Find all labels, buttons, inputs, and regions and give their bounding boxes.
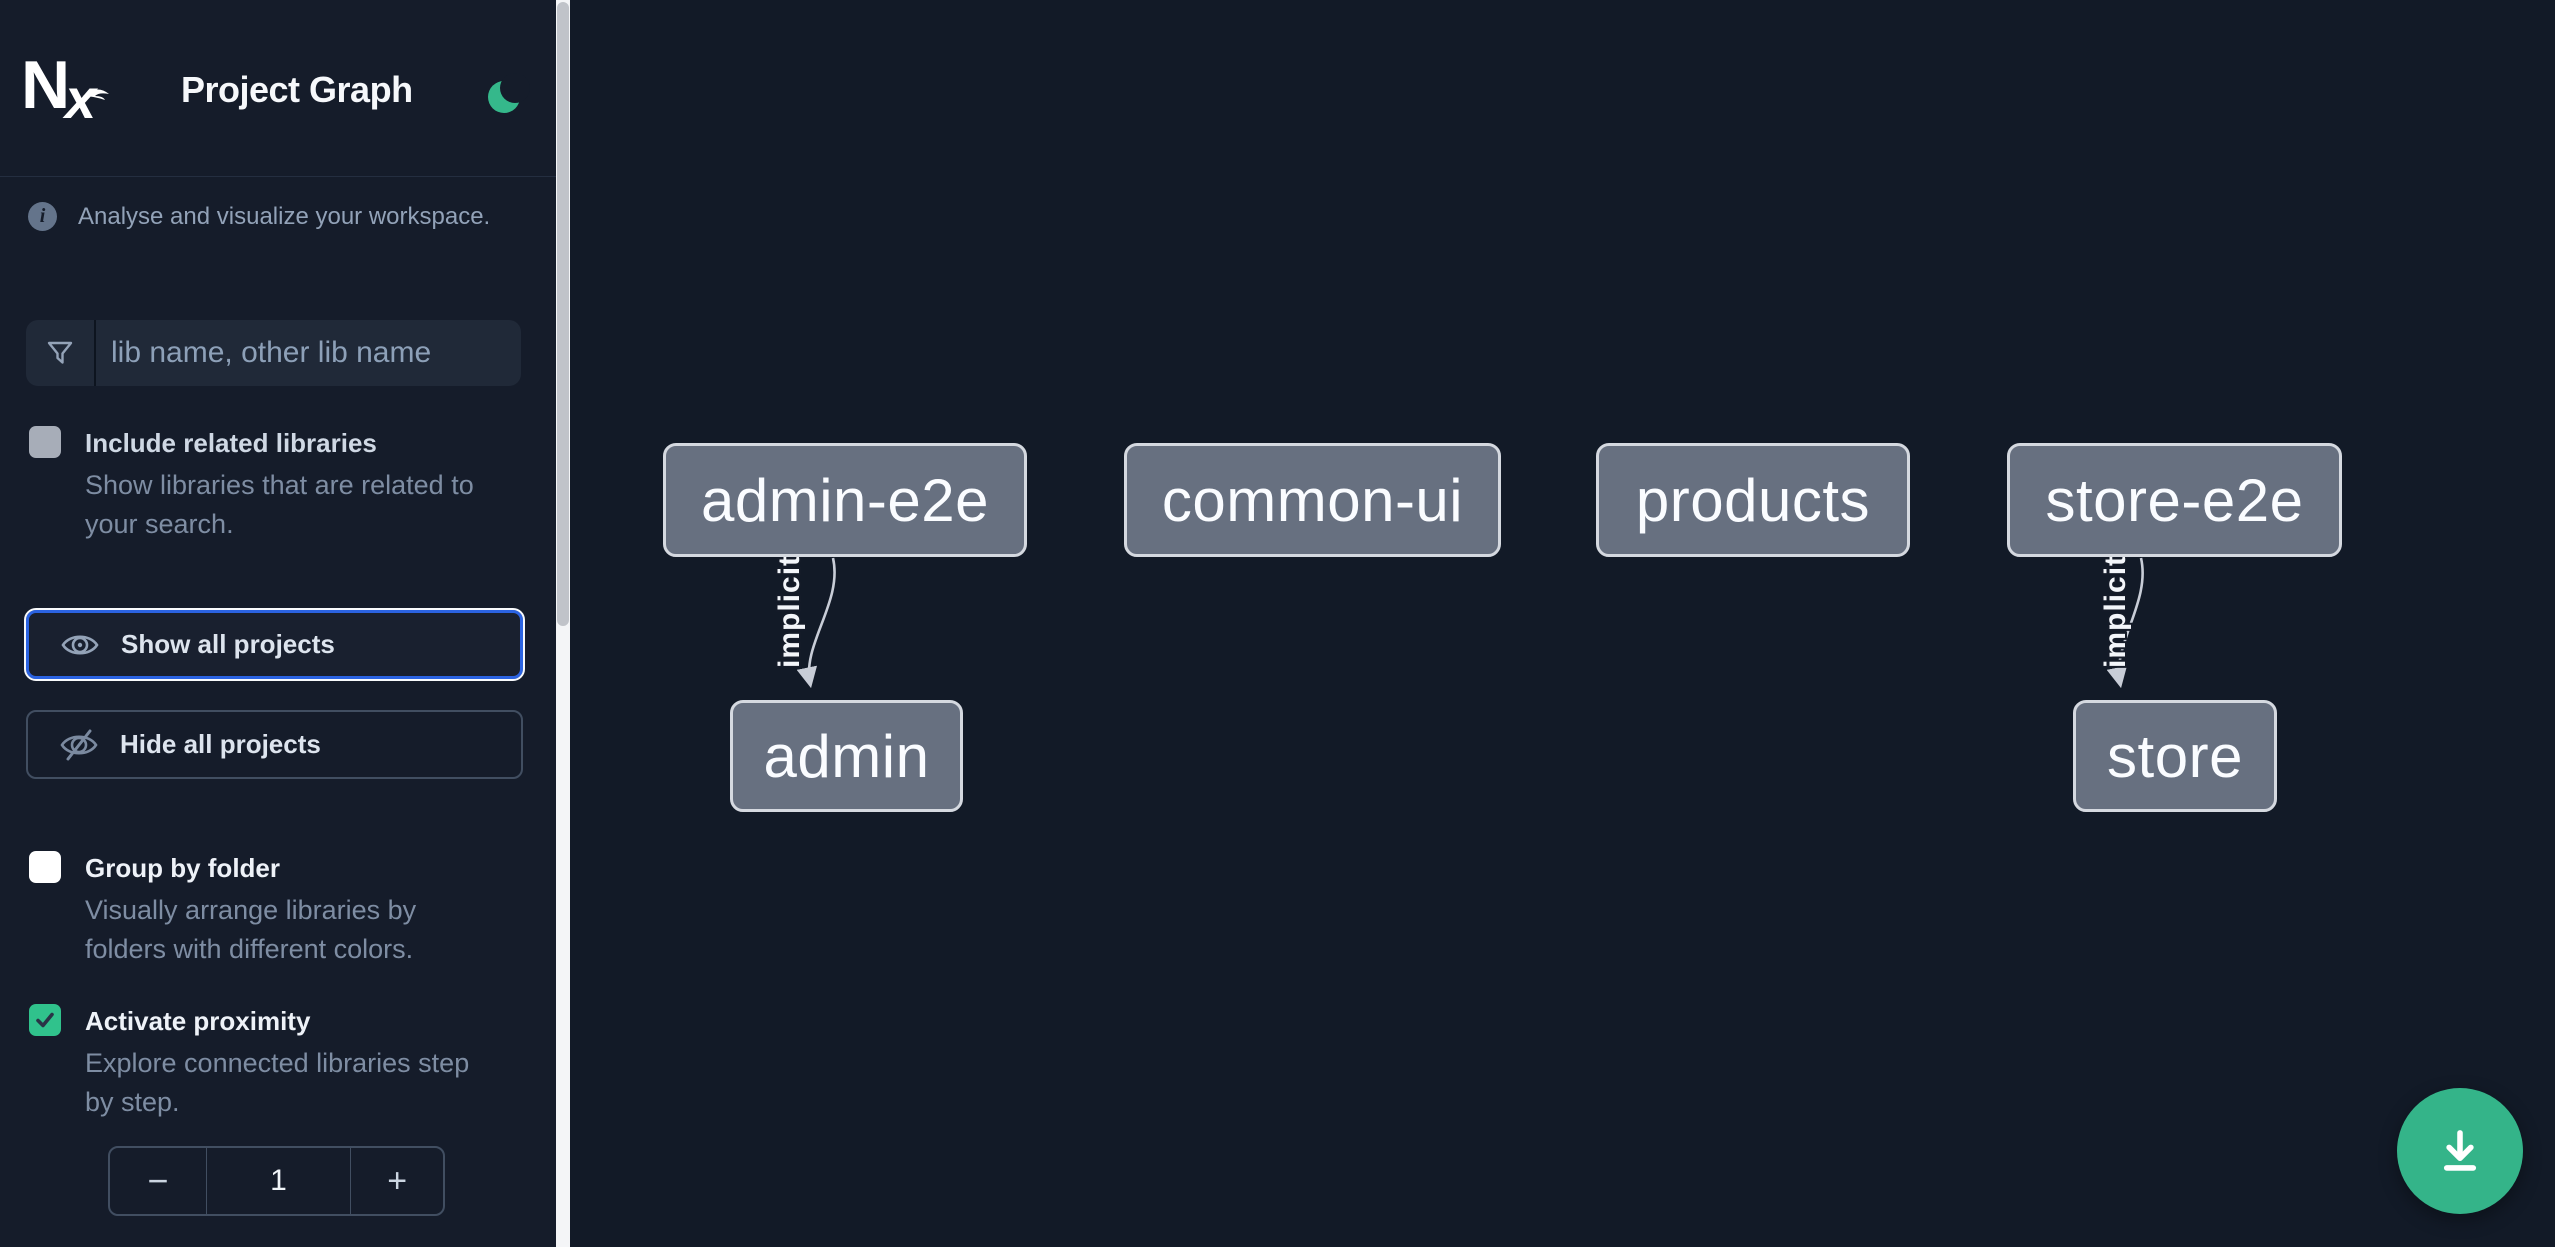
node-label: store: [2107, 722, 2243, 790]
activate-proximity-description: Explore connected libraries step by step…: [85, 1048, 470, 1117]
intro-text: Analyse and visualize your workspace.: [78, 202, 491, 230]
show-all-projects-label: Show all projects: [121, 629, 335, 659]
graph-node-store[interactable]: store: [2073, 700, 2277, 812]
eye-off-icon: [60, 729, 98, 760]
sidebar-scrollbar[interactable]: [556, 0, 570, 1247]
include-related-description: Show libraries that are related to your …: [85, 470, 474, 539]
proximity-depth-value[interactable]: 1: [270, 1164, 287, 1197]
search-box: [26, 320, 521, 386]
hide-all-projects-button[interactable]: Hide all projects: [26, 710, 523, 779]
node-label: store-e2e: [2045, 466, 2304, 534]
node-label: admin-e2e: [700, 466, 989, 534]
edge-admin-e2e-admin: [796, 557, 836, 689]
proximity-stepper: − 1 +: [108, 1146, 445, 1216]
node-label: common-ui: [1161, 466, 1464, 534]
edge-store-e2e-store: [2106, 557, 2144, 689]
graph-canvas[interactable]: implicit implicit admin-e2e common-ui pr…: [570, 0, 2555, 1247]
show-all-projects-button[interactable]: Show all projects: [24, 608, 525, 681]
graph-node-admin-e2e[interactable]: admin-e2e: [663, 443, 1027, 557]
sidebar-header: N x Project Graph: [0, 0, 556, 177]
eye-icon: [61, 634, 99, 655]
search-input[interactable]: [96, 320, 521, 386]
node-label: admin: [763, 722, 930, 790]
increment-button[interactable]: +: [350, 1148, 443, 1214]
graph-node-admin[interactable]: admin: [730, 700, 963, 812]
decrement-button[interactable]: −: [110, 1148, 207, 1214]
include-related-label: Include related libraries: [85, 428, 377, 458]
page-title: Project Graph: [181, 69, 413, 110]
edge-label-implicit: implicit: [2099, 555, 2132, 668]
edge-layer: implicit implicit: [771, 553, 2144, 689]
info-icon: i: [28, 202, 57, 231]
group-by-folder-description: Visually arrange libraries by folders wi…: [85, 895, 417, 964]
graph-node-products[interactable]: products: [1596, 443, 1910, 557]
group-by-folder-checkbox[interactable]: [29, 851, 61, 883]
activate-proximity-label: Activate proximity: [85, 1006, 311, 1036]
scrollbar-thumb[interactable]: [557, 2, 569, 626]
include-related-checkbox[interactable]: [29, 426, 61, 458]
node-label: products: [1635, 466, 1871, 534]
theme-toggle-button[interactable]: [466, 64, 530, 113]
nx-logo-icon: N x: [25, 52, 109, 122]
edge-label-implicit: implicit: [773, 555, 806, 668]
graph-node-common-ui[interactable]: common-ui: [1124, 443, 1501, 557]
download-image-button[interactable]: [2397, 1088, 2523, 1214]
sidebar: N x Project Graph i Analyse and visualiz…: [0, 0, 556, 1247]
funnel-icon: [26, 320, 96, 386]
group-by-folder-label: Group by folder: [85, 853, 280, 883]
svg-text:N: N: [25, 52, 70, 122]
download-icon: [2443, 1130, 2477, 1171]
hide-all-projects-label: Hide all projects: [120, 729, 321, 759]
workspace-intro: i Analyse and visualize your workspace.: [28, 202, 528, 231]
check-icon: [36, 1012, 54, 1028]
graph-node-store-e2e[interactable]: store-e2e: [2007, 443, 2342, 557]
activate-proximity-checkbox[interactable]: [29, 1004, 61, 1036]
